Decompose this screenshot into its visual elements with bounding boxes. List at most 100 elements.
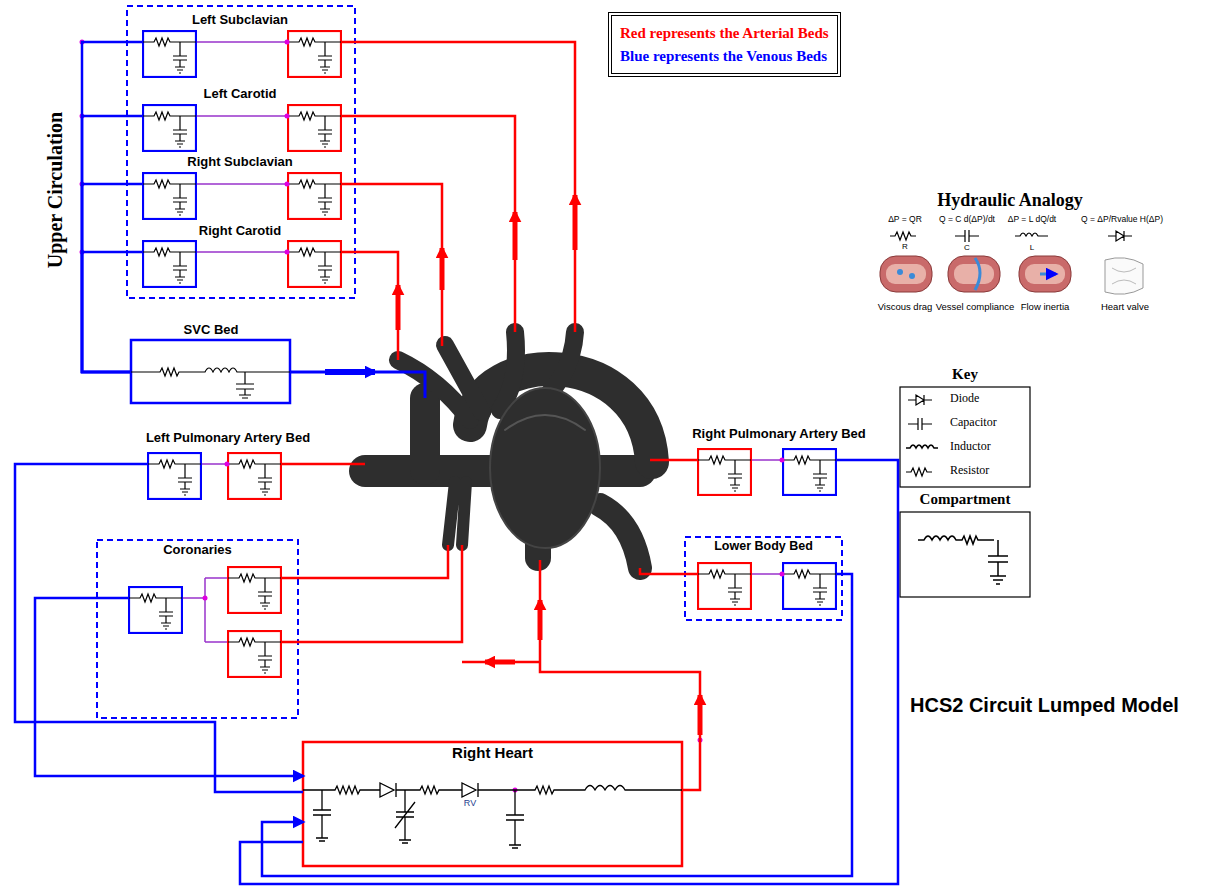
junction-dot [285, 40, 290, 45]
anatomy-model [505, 415, 585, 430]
bed-title: Right Carotid [196, 223, 284, 239]
key-box [906, 445, 938, 448]
compartment-symbol [698, 449, 751, 495]
svc-bed: SVC Bed [131, 320, 291, 404]
right-heart-box [395, 790, 415, 843]
flow-arrow [698, 695, 703, 735]
picture-caption: Vessel compliance [936, 302, 1015, 313]
venous-return [82, 252, 135, 372]
picture-caption: Viscous drag [878, 302, 933, 313]
vessel-picture [880, 256, 1143, 294]
compartment-symbol [228, 567, 281, 613]
compartment-symbol [783, 563, 836, 609]
right-heart-box [313, 790, 331, 841]
venous-return [82, 42, 135, 372]
picture-caption: Heart valve [1101, 302, 1149, 313]
compartment-symbol [288, 173, 341, 219]
svc-bed-box [325, 369, 375, 375]
vessel-picture [1019, 256, 1071, 292]
compartment-symbol [143, 105, 196, 151]
junction-dot [780, 458, 785, 463]
junction-dot [780, 572, 785, 577]
vessel-picture [1105, 258, 1143, 295]
lower-body-group: Lower Body Bed [685, 537, 842, 620]
color-note: Blue represents the Venous Beds [620, 45, 829, 68]
key-box [906, 468, 932, 476]
compartment-symbol [288, 105, 341, 151]
bed-title: Lower Body Bed [711, 539, 816, 554]
flow-arrow [485, 660, 515, 665]
arterial-wire [342, 42, 575, 360]
picture-caption: Flow inertia [1021, 302, 1070, 313]
junction-dot [285, 114, 290, 119]
arterial-wire [282, 460, 697, 642]
vessel-bed: Right Carotid [135, 221, 345, 290]
right-heart-box [380, 783, 478, 797]
svc-bed-box [131, 340, 425, 403]
venous-return [240, 460, 898, 884]
anatomy-model [600, 505, 640, 568]
anatomy-model [500, 332, 516, 410]
vessel-picture [897, 269, 903, 275]
key-box [908, 395, 932, 405]
compartment-symbol [148, 453, 201, 499]
side-title: Upper Circulation [44, 112, 67, 269]
analogy-symbol [955, 230, 979, 242]
flow-arrow [538, 600, 543, 640]
key-box [918, 536, 1008, 584]
formula: Q = C d(ΔP)/dt [939, 215, 995, 225]
vessel-picture [886, 264, 926, 284]
bed-title: Right Pulmonary Artery Bed [689, 426, 869, 442]
dashed-group [97, 540, 298, 718]
right-heart-box [303, 742, 682, 866]
symbol-letter: C [964, 243, 970, 252]
legend-text: Resistor [950, 464, 989, 478]
flow-arrow [513, 212, 518, 260]
legend-text: Diode [950, 392, 979, 406]
junction-dot [80, 40, 785, 793]
vessel-picture [909, 273, 915, 279]
right-heart-box [303, 742, 682, 866]
key-box [900, 387, 1030, 597]
junction-dot [225, 462, 230, 467]
svc-bed-box [290, 372, 425, 398]
model-title: HCS2 Circuit Lumped Model [910, 694, 1179, 717]
anatomy-model [365, 332, 652, 568]
pulmonary-bed: Right Pulmonary Artery Bed [668, 424, 890, 506]
ventricle-tag: RV [464, 798, 476, 808]
compartment-symbol [129, 31, 836, 677]
purple-link [183, 42, 782, 642]
vessel-picture [954, 264, 994, 284]
formula: Q = ΔP/Rvalue H(ΔP) [1081, 215, 1163, 225]
junction-dot [285, 250, 290, 255]
venous-return [262, 574, 852, 876]
key-title: Compartment [920, 491, 1011, 508]
venous-return [15, 464, 303, 792]
anatomy-model [490, 388, 600, 548]
vessel-bed: Left Subclavian [135, 10, 345, 80]
compartment-symbol [228, 631, 281, 677]
key-box [908, 418, 932, 430]
junction-dot [285, 182, 290, 187]
vessel-picture [948, 256, 1000, 292]
coronary-group: Coronaries [97, 540, 298, 718]
flow-arrow [573, 195, 578, 250]
junction-dot [203, 596, 208, 601]
compartment-symbol [698, 563, 751, 609]
svc-bed-box [131, 368, 290, 398]
symbol-letter: L [1030, 243, 1034, 252]
key-title: Key [952, 366, 978, 383]
compartment-symbol [129, 587, 182, 633]
right-heart-box [303, 786, 682, 795]
venous-stub [97, 42, 890, 598]
section-title: Hydraulic Analogy [937, 190, 1083, 211]
bed-title: Left Subclavian [189, 12, 291, 28]
analogy-symbol [1015, 233, 1048, 236]
flow-arrow [440, 248, 445, 290]
dashed-group [97, 6, 842, 718]
formula: ΔP = QR [888, 215, 922, 225]
symbol-letter: R [902, 242, 908, 251]
bed-title: SVC Bed [181, 322, 242, 338]
color-note: Red represents the Arterial Beds [620, 22, 829, 45]
